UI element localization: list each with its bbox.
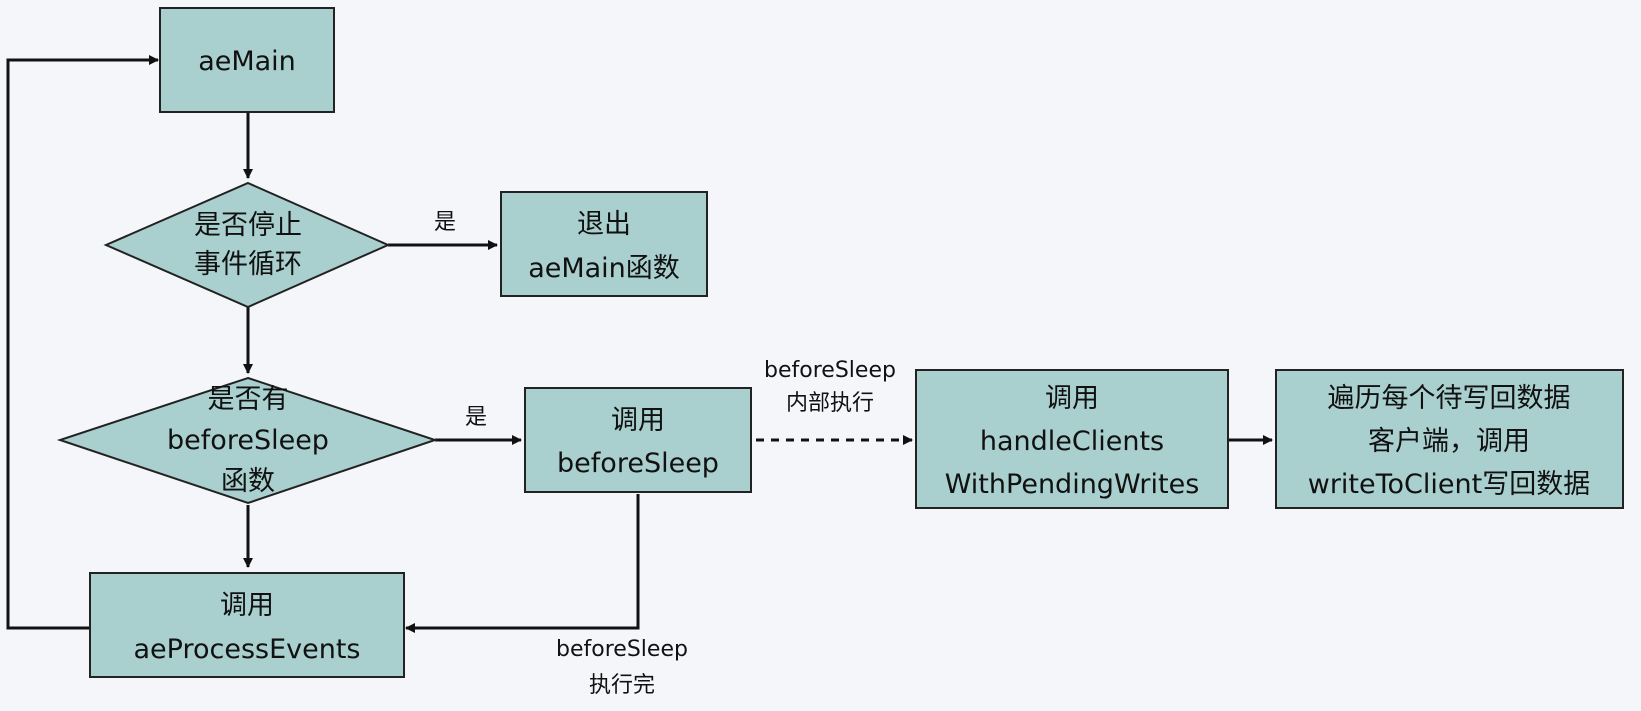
node-call-before-sleep-line-2: beforeSleep: [557, 448, 719, 479]
node-call-ae-process-events-line-2: aeProcessEvents: [134, 634, 361, 665]
node-call-handle-clients-line-1: 调用: [1045, 383, 1099, 414]
node-call-handle-clients-line-3: WithPendingWrites: [945, 469, 1200, 500]
edge-process-events-loop-back: [6, 55, 159, 630]
edge-label-before-sleep-internal-2: 内部执行: [786, 391, 874, 416]
node-before-sleep-decision-line-1: 是否有: [208, 384, 289, 415]
node-exit-ae-main-line-2: aeMain函数: [528, 253, 680, 284]
node-call-before-sleep: 调用 beforeSleep: [524, 387, 752, 493]
node-write-to-client-line-1: 遍历每个待写回数据: [1328, 383, 1571, 414]
node-call-ae-process-events-line-1: 调用: [220, 590, 274, 621]
node-before-sleep-decision-line-2: beforeSleep: [167, 425, 329, 456]
node-before-sleep-decision: 是否有 beforeSleep 函数: [56, 376, 439, 505]
edge-label-before-sleep-internal-1: beforeSleep: [764, 358, 896, 383]
node-before-sleep-decision-line-3: 函数: [221, 466, 275, 497]
edges: [6, 55, 1273, 633]
edge-label-yes-exit: 是: [434, 210, 456, 235]
node-write-to-client: 遍历每个待写回数据 客户端，调用 writeToClient写回数据: [1275, 369, 1624, 509]
node-write-to-client-line-3: writeToClient写回数据: [1308, 469, 1590, 500]
node-call-handle-clients: 调用 handleClients WithPendingWrites: [915, 369, 1229, 509]
edge-labels: 是 是 beforeSleep 内部执行 beforeSleep 执行完: [434, 210, 896, 698]
node-call-ae-process-events: 调用 aeProcessEvents: [89, 572, 405, 678]
edge-label-before-sleep-done-1: beforeSleep: [556, 637, 688, 662]
node-exit-ae-main: 退出 aeMain函数: [500, 191, 708, 297]
node-stop-loop-decision: 是否停止 事件循环: [103, 181, 391, 309]
node-stop-loop-decision-line-2: 事件循环: [194, 249, 302, 280]
node-ae-main-line-1: aeMain: [198, 46, 296, 77]
node-call-before-sleep-line-1: 调用: [611, 405, 665, 436]
node-stop-loop-decision-line-1: 是否停止: [194, 210, 302, 241]
node-call-handle-clients-line-2: handleClients: [980, 426, 1164, 457]
node-write-to-client-line-2: 客户端，调用: [1368, 426, 1530, 457]
edge-call-beforesleep-done-to-process-events: [405, 494, 640, 633]
edge-label-before-sleep-done-2: 执行完: [589, 673, 655, 698]
node-ae-main: aeMain: [159, 7, 335, 113]
node-exit-ae-main-line-1: 退出: [577, 209, 631, 240]
edge-label-yes-before-sleep: 是: [465, 405, 487, 430]
